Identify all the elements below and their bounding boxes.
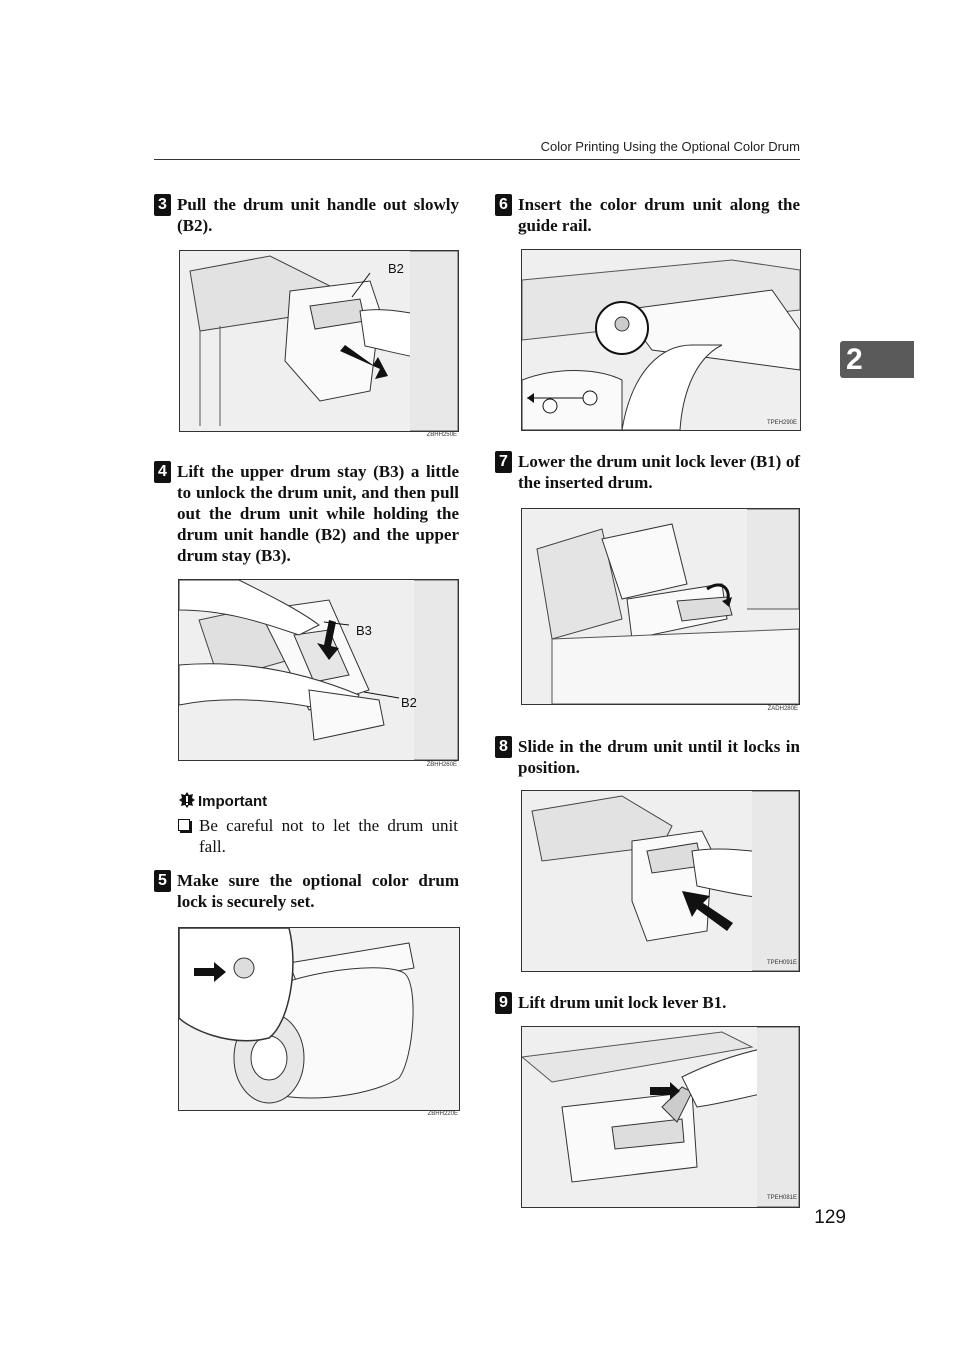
important-icon <box>178 791 196 809</box>
step-8: 8 Slide in the drum unit until it locks … <box>495 736 800 780</box>
figure-step-7 <box>521 508 800 705</box>
step-text: Insert the color drum unit along the gui… <box>518 195 800 235</box>
figure-step-3: B2 <box>179 250 459 432</box>
callout-b2: B2 <box>401 695 417 710</box>
figure-step-9 <box>521 1026 800 1208</box>
illustration-slide-in <box>522 791 799 971</box>
page-number: 129 <box>814 1207 846 1228</box>
header-rule <box>154 159 800 160</box>
step-number: 8 <box>495 736 512 758</box>
figure-code: ZBHH220E <box>427 1111 458 1117</box>
step-7: 7 Lower the drum unit lock lever (B1) of… <box>495 451 800 495</box>
figure-code: TPEH091E <box>766 960 797 966</box>
step-3: 3 Pull the drum unit handle out slowly (… <box>154 194 459 238</box>
illustration-lift-lever <box>522 1027 799 1207</box>
important-note: Important <box>178 791 267 810</box>
figure-code: ZADH280E <box>767 706 798 712</box>
figure-code: ZBHH260E <box>426 762 457 768</box>
step-number: 5 <box>154 870 171 892</box>
figure-step-4: B3 B2 <box>178 579 459 761</box>
step-text: Lift drum unit lock lever B1. <box>518 993 727 1012</box>
figure-step-8 <box>521 790 800 972</box>
step-text: Lift the upper drum stay (B3) a little t… <box>177 462 459 565</box>
step-text: Make sure the optional color drum lock i… <box>177 871 459 911</box>
figure-code: ZBHH250E <box>426 432 457 438</box>
step-5: 5 Make sure the optional color drum lock… <box>154 870 459 914</box>
illustration-lift-drum-stay: B3 B2 <box>179 580 458 760</box>
step-text: Slide in the drum unit until it locks in… <box>518 737 800 777</box>
step-number: 3 <box>154 194 171 216</box>
illustration-lower-lever <box>522 509 799 704</box>
step-9: 9 Lift drum unit lock lever B1. <box>495 992 800 1016</box>
figure-code: TPEH290E <box>766 420 797 426</box>
chapter-tab: 2 <box>840 341 914 378</box>
figure-step-5 <box>178 927 460 1111</box>
step-4: 4 Lift the upper drum stay (B3) a little… <box>154 461 459 571</box>
step-number: 4 <box>154 461 171 483</box>
step-number: 9 <box>495 992 512 1014</box>
important-label: Important <box>198 793 268 810</box>
step-text: Pull the drum unit handle out slowly (B2… <box>177 195 459 235</box>
callout-b2: B2 <box>388 261 404 276</box>
illustration-drum-lock <box>179 928 459 1110</box>
important-item-text: Be careful not to let the drum unit fall… <box>199 816 458 856</box>
figure-step-6 <box>521 249 801 431</box>
running-header: Color Printing Using the Optional Color … <box>540 139 800 154</box>
figure-code: TPEH081E <box>766 1195 797 1201</box>
illustration-guide-rail <box>522 250 800 430</box>
checkbox-bullet-icon <box>178 819 190 831</box>
step-number: 6 <box>495 194 512 216</box>
step-6: 6 Insert the color drum unit along the g… <box>495 194 800 238</box>
step-number: 7 <box>495 451 512 473</box>
callout-b3: B3 <box>356 623 372 638</box>
illustration-pull-handle: B2 <box>180 251 458 431</box>
step-text: Lower the drum unit lock lever (B1) of t… <box>518 452 800 492</box>
